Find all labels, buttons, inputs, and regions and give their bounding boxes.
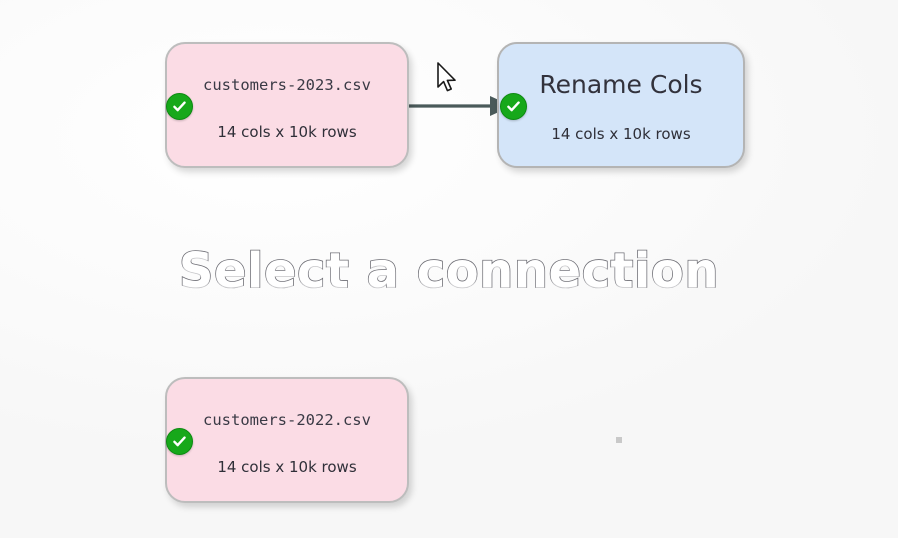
check-circle-icon bbox=[507, 101, 520, 112]
status-badge-customers-2023[interactable] bbox=[166, 93, 193, 120]
arrow-pointer-icon bbox=[437, 62, 456, 92]
node-subtitle: 14 cols x 10k rows bbox=[217, 458, 357, 476]
check-circle-icon bbox=[173, 436, 186, 447]
node-title: customers-2023.csv bbox=[203, 76, 371, 94]
select-connection-prompt: Select a connection bbox=[178, 242, 720, 300]
node-customers-2022[interactable]: customers-2022.csv 14 cols x 10k rows bbox=[165, 377, 409, 503]
status-badge-customers-2022[interactable] bbox=[166, 428, 193, 455]
node-rename-cols[interactable]: Rename Cols 14 cols x 10k rows bbox=[497, 42, 745, 168]
mouse-cursor bbox=[437, 62, 456, 92]
status-badge-rename-cols[interactable] bbox=[500, 93, 527, 120]
check-circle-icon bbox=[173, 101, 186, 112]
node-subtitle: 14 cols x 10k rows bbox=[217, 123, 357, 141]
connection-handle-dot[interactable] bbox=[616, 437, 622, 443]
node-title: Rename Cols bbox=[539, 70, 703, 99]
node-title: customers-2022.csv bbox=[203, 411, 371, 429]
node-subtitle: 14 cols x 10k rows bbox=[551, 125, 691, 143]
node-customers-2023[interactable]: customers-2023.csv 14 cols x 10k rows bbox=[165, 42, 409, 168]
